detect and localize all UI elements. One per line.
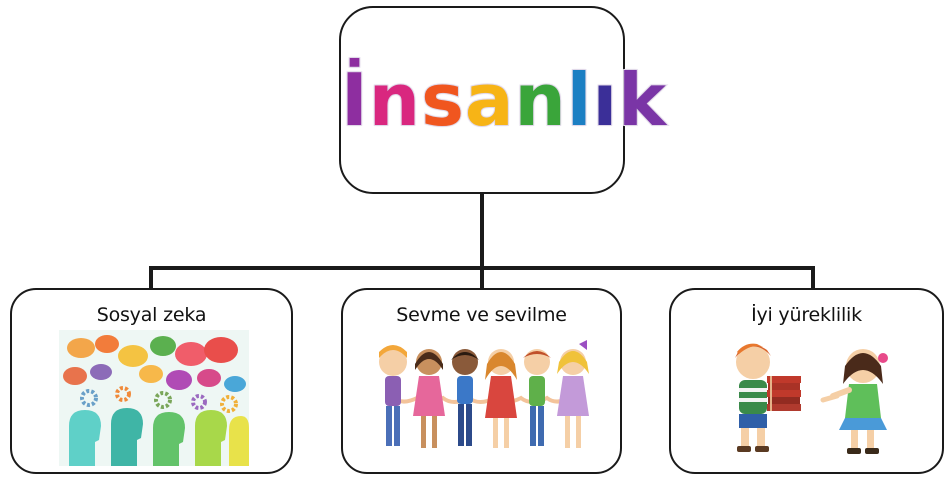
root-title-letter: s: [420, 58, 465, 142]
root-title-letter: k: [617, 58, 668, 142]
child-title: Sevme ve sevilme: [396, 304, 567, 326]
child-title: Sosyal zeka: [96, 304, 207, 326]
social-intelligence-illustration: [59, 330, 249, 466]
child-node-loving: Sevme ve sevilme: [341, 288, 622, 474]
root-title-letter: l: [566, 58, 593, 142]
root-title-letter: İ: [340, 58, 369, 142]
root-title-letter: n: [368, 58, 422, 142]
root-title-letter: a: [464, 58, 515, 142]
root-title: İnsanlık: [340, 58, 667, 142]
children-holding-hands-illustration: [379, 340, 589, 448]
root-title-letter: n: [514, 58, 567, 142]
child-node-kindness: İyi yüreklilik: [669, 288, 944, 474]
child-title: İyi yüreklilik: [751, 304, 862, 326]
child-node-social-intelligence: Sosyal zeka: [10, 288, 293, 474]
root-title-letter: ı: [591, 58, 619, 142]
root-node: İnsanlık: [339, 6, 667, 194]
children-sharing-books-illustration: [735, 343, 888, 454]
